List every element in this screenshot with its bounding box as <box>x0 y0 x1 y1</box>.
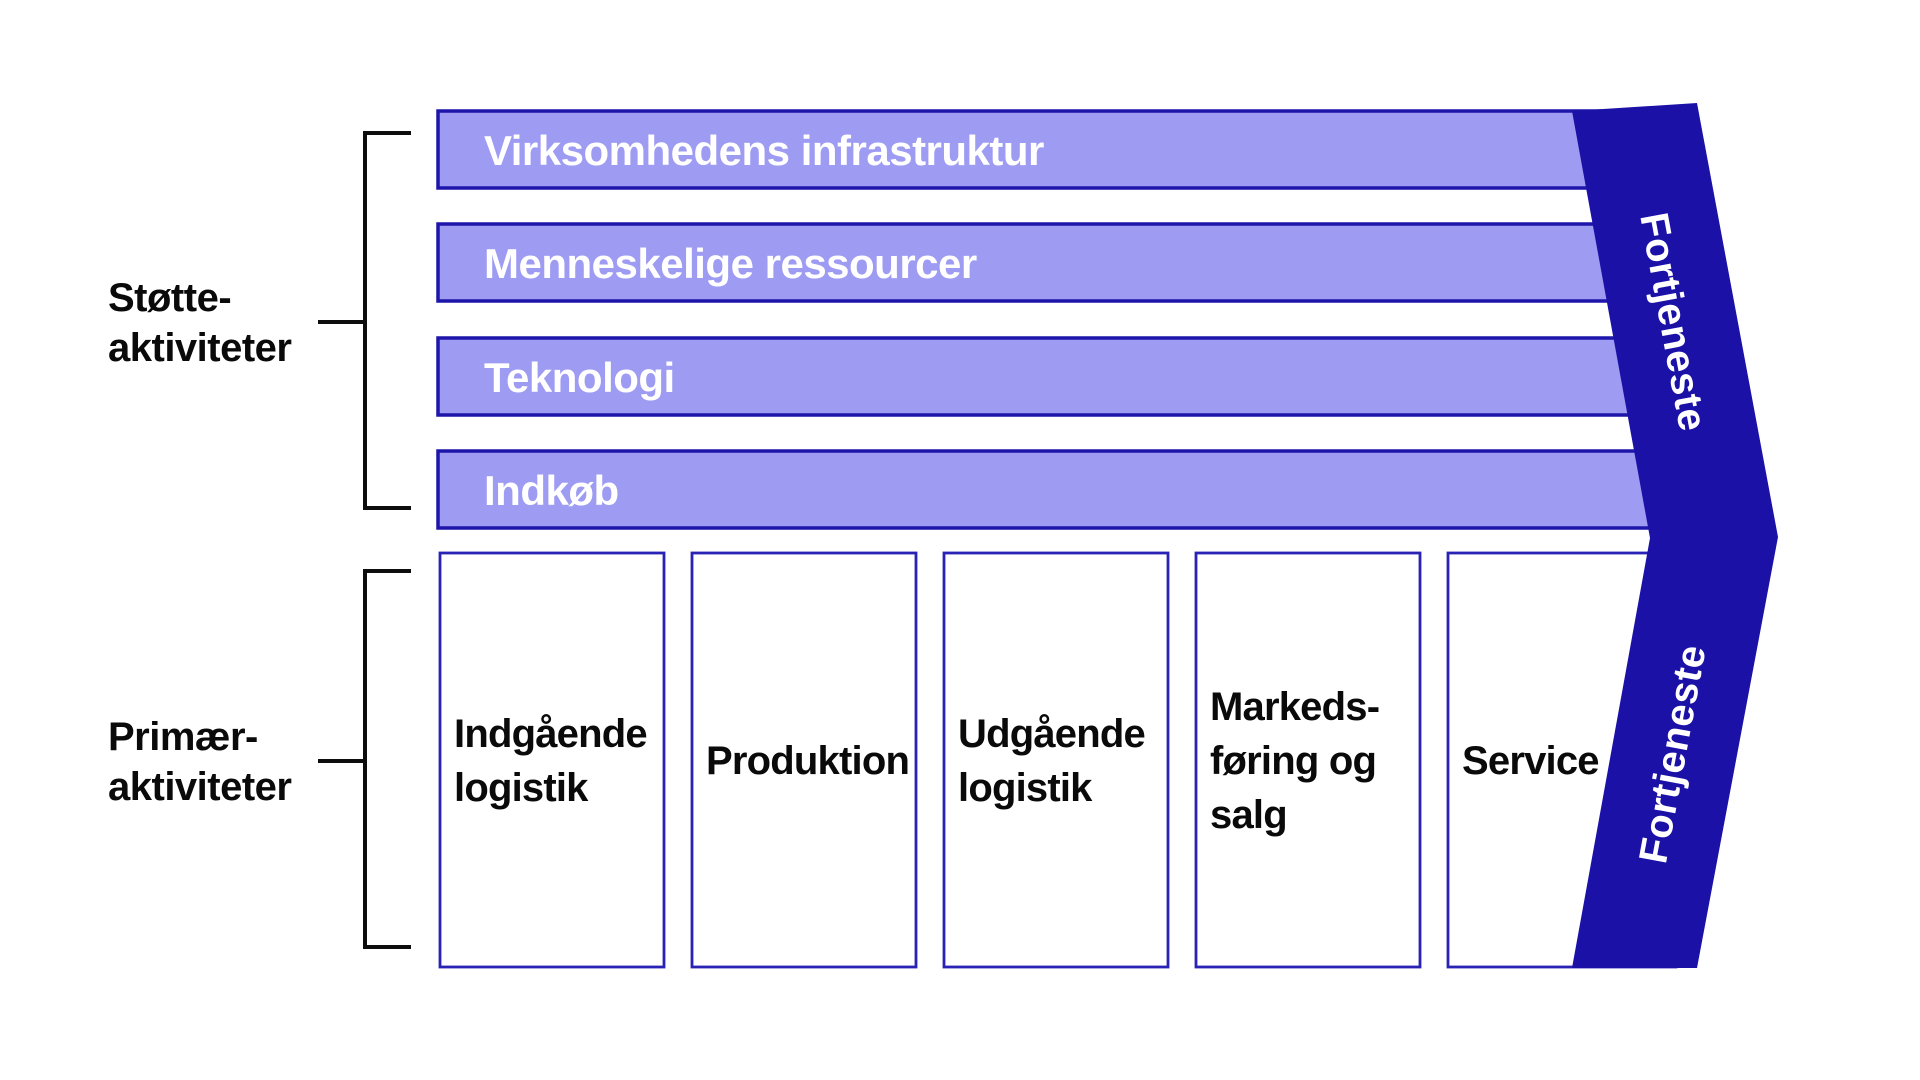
support-bracket <box>318 131 411 510</box>
support-bar-human-resources <box>436 222 1654 303</box>
support-bar-infrastructure <box>436 109 1654 190</box>
primary-box-production <box>690 551 918 969</box>
primary-box-label-line: logistik <box>454 766 589 810</box>
support-section-label-line2: aktiviteter <box>108 326 291 370</box>
primary-box-label-line: logistik <box>958 766 1093 810</box>
primary-box-label-line: Produktion <box>706 739 909 783</box>
support-bar-label: Menneskelige ressourcer <box>484 240 977 287</box>
support-bars: Virksomhedens infrastruktur Menneskelige… <box>436 109 1654 530</box>
primary-section-label-line2: aktiviteter <box>108 765 291 809</box>
support-section-label-line1: Støtte- <box>108 276 231 320</box>
primary-box-label-line: salg <box>1210 793 1287 837</box>
primary-box-label-line: føring og <box>1210 739 1376 783</box>
primary-box-label-line: Markeds- <box>1210 685 1379 729</box>
primary-box-marketing-sales <box>1194 551 1422 969</box>
support-section: Støtte- aktiviteter <box>108 131 411 510</box>
primary-section-label-line1: Primær- <box>108 715 258 759</box>
primary-box-label-line: Service <box>1462 739 1599 783</box>
primary-box-outbound-logistics <box>942 551 1170 969</box>
support-bar-label: Teknologi <box>484 354 675 401</box>
primary-section: Primær- aktiviteter <box>108 569 411 949</box>
primary-boxes: Indgående logistik Produktion Udgående l… <box>438 551 1678 969</box>
primary-box-label-line: Udgående <box>958 712 1145 756</box>
profit-arrow: Fortjeneste Fortjeneste <box>1572 103 1778 968</box>
primary-bracket <box>318 569 411 949</box>
support-bar-technology <box>436 336 1654 417</box>
support-bar-label: Virksomhedens infrastruktur <box>484 127 1044 174</box>
support-bar-procurement <box>436 449 1654 530</box>
primary-box-label-line: Indgående <box>454 712 647 756</box>
profit-arrow-shape <box>1572 103 1778 968</box>
support-bar-label: Indkøb <box>484 467 619 514</box>
primary-box-inbound-logistics <box>438 551 666 969</box>
